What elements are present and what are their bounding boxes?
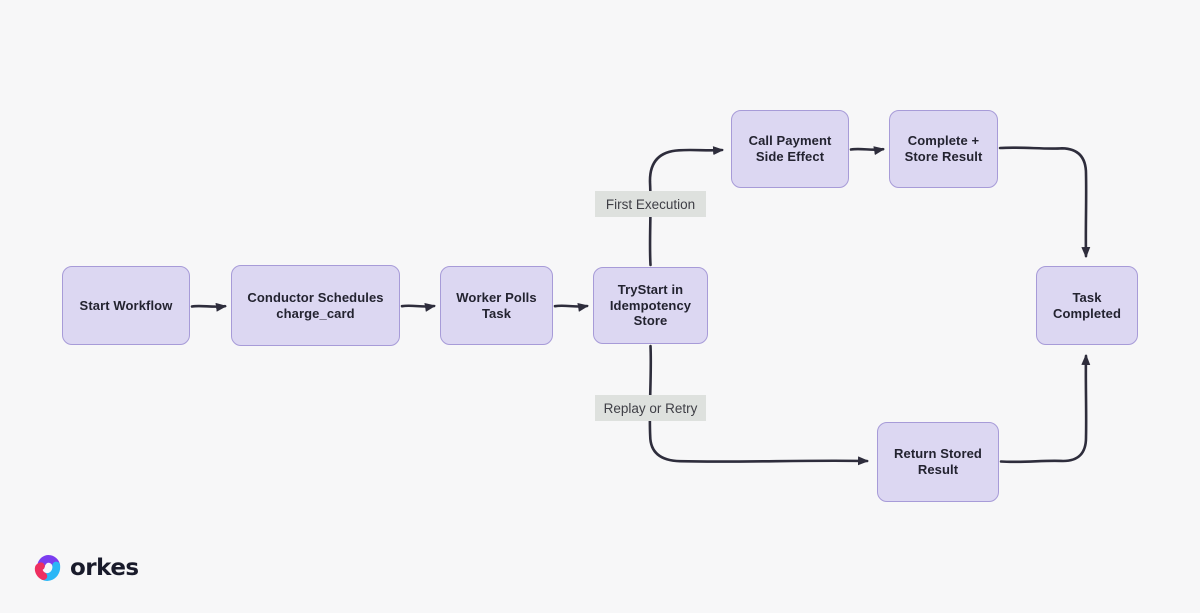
node-label: Start Workflow xyxy=(79,297,173,313)
connector-start-to-conductor xyxy=(190,302,227,312)
connector-callpayment-to-complete xyxy=(849,146,885,156)
node-label: TryStart in Idempotency Store xyxy=(609,281,692,329)
node-return-stored-result: Return Stored Result xyxy=(877,422,999,502)
node-complete-store-result: Complete + Store Result xyxy=(889,110,998,188)
node-worker-polls-task: Worker Polls Task xyxy=(440,266,553,345)
orkes-logo: orkes xyxy=(32,553,139,583)
edge-label-first-execution: First Execution xyxy=(595,191,706,217)
edge-label-text: Replay or Retry xyxy=(603,400,698,416)
node-label: Task Completed xyxy=(1052,289,1122,321)
connector-trystart-to-callpayment xyxy=(648,146,724,267)
node-task-completed: Task Completed xyxy=(1036,266,1138,345)
node-conductor-schedules: Conductor Schedules charge_card xyxy=(231,265,400,346)
connector-trystart-to-returnstored xyxy=(648,344,869,466)
node-start-workflow: Start Workflow xyxy=(62,266,190,345)
orkes-logo-icon xyxy=(34,554,61,581)
node-call-payment-side-effect: Call Payment Side Effect xyxy=(731,110,849,188)
connector-returnstored-to-taskcompleted xyxy=(999,354,1091,464)
edge-label-text: First Execution xyxy=(605,196,696,212)
node-label: Worker Polls Task xyxy=(456,289,537,321)
node-label: Complete + Store Result xyxy=(904,133,983,164)
edge-label-replay-or-retry: Replay or Retry xyxy=(595,395,706,421)
node-label: Conductor Schedules charge_card xyxy=(247,289,384,321)
node-label: Return Stored Result xyxy=(894,446,982,477)
connector-conductor-to-worker xyxy=(400,303,436,312)
node-label: Call Payment Side Effect xyxy=(748,133,832,164)
connector-worker-to-trystart xyxy=(553,303,589,312)
node-trystart-idempotency-store: TryStart in Idempotency Store xyxy=(593,267,708,344)
connector-complete-to-taskcompleted xyxy=(998,146,1091,258)
orkes-logo-text: orkes xyxy=(70,555,139,581)
